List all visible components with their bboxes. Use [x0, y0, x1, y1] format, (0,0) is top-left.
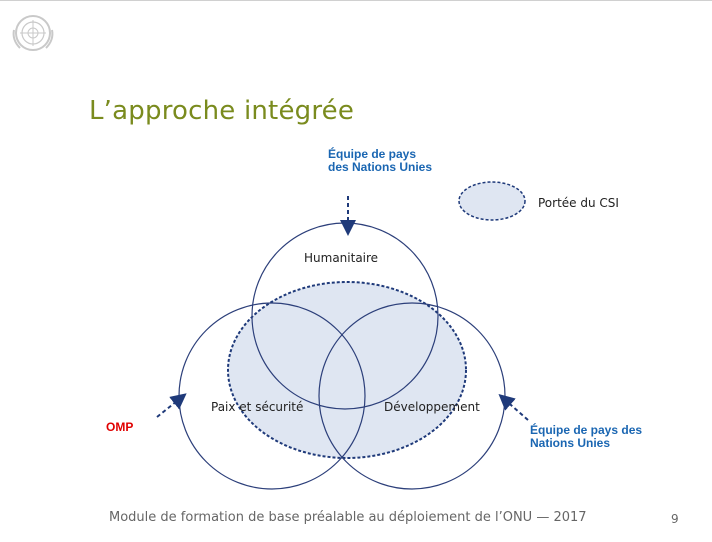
un-country-team-callout-right: Équipe de pays des Nations Unies — [530, 423, 643, 450]
slide-title: L’approche intégrée — [89, 96, 355, 126]
development-label: Développement — [384, 400, 480, 414]
top-divider — [0, 0, 712, 1]
right-arrow — [498, 394, 529, 421]
footer-text: Module de formation de base préalable au… — [109, 510, 587, 525]
csi-scope-area — [227, 281, 467, 459]
omp-callout: OMP — [106, 420, 134, 434]
legend-scope-swatch — [458, 181, 526, 221]
un-emblem-icon — [12, 15, 54, 51]
left-arrow — [156, 393, 187, 418]
page-number: 9 — [671, 512, 679, 526]
humanitarian-label: Humanitaire — [304, 251, 378, 265]
legend-label: Portée du CSI — [538, 196, 619, 210]
peace-security-label: Paix et sécurité — [211, 400, 303, 414]
un-country-team-callout-top: Équipe de pays des Nations Unies — [328, 147, 433, 174]
